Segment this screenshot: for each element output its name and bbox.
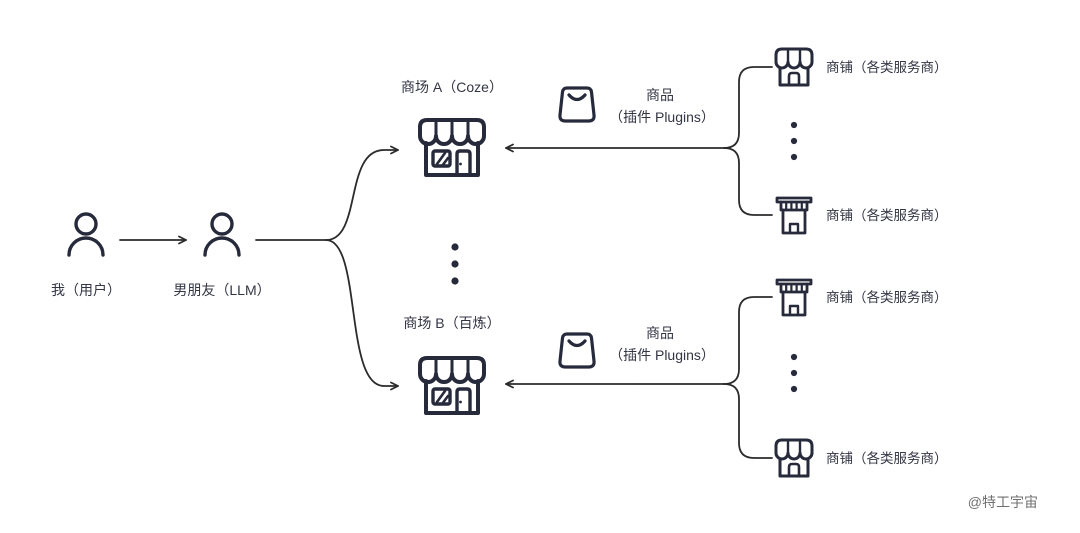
shop-label: 商铺（各类服务商） — [826, 451, 948, 466]
shop-icon — [772, 275, 816, 319]
person-icon — [194, 208, 250, 264]
fork-shop-b1 — [723, 296, 773, 385]
fork-shop-a1 — [723, 66, 773, 149]
user-label: 我（用户） — [51, 282, 121, 298]
goods-b-label-line2: （插件 Plugins） — [609, 347, 715, 363]
ellipsis-dots — [451, 121, 798, 393]
storefront-icon — [414, 114, 490, 182]
arrow-fork-to-mall-a — [325, 145, 399, 241]
shopping-bag-icon — [552, 326, 602, 376]
fork-shop-b2 — [723, 383, 773, 459]
storefront-icon — [414, 352, 490, 420]
person-icon — [58, 208, 114, 264]
goods-a-label-line1: 商品 — [646, 87, 674, 103]
mall-a-label: 商场 A（Coze） — [401, 79, 503, 95]
goods-a-label-line2: （插件 Plugins） — [609, 109, 715, 125]
fork-shop-a2 — [723, 147, 773, 216]
shop-label: 商铺（各类服务商） — [826, 290, 948, 305]
shop-label: 商铺（各类服务商） — [826, 60, 948, 75]
shop-icon — [772, 436, 816, 480]
shop-label: 商铺（各类服务商） — [826, 208, 948, 223]
arrow-fork-to-mall-b — [325, 239, 399, 391]
watermark: @特工宇宙 — [967, 494, 1038, 510]
llm-label: 男朋友（LLM） — [173, 282, 271, 298]
shopping-bag-icon — [552, 80, 602, 130]
mall-b-label: 商场 B（百炼） — [403, 315, 501, 331]
goods-b-label-line1: 商品 — [646, 325, 674, 341]
shop-icon — [772, 193, 816, 237]
shop-icon — [772, 45, 816, 89]
